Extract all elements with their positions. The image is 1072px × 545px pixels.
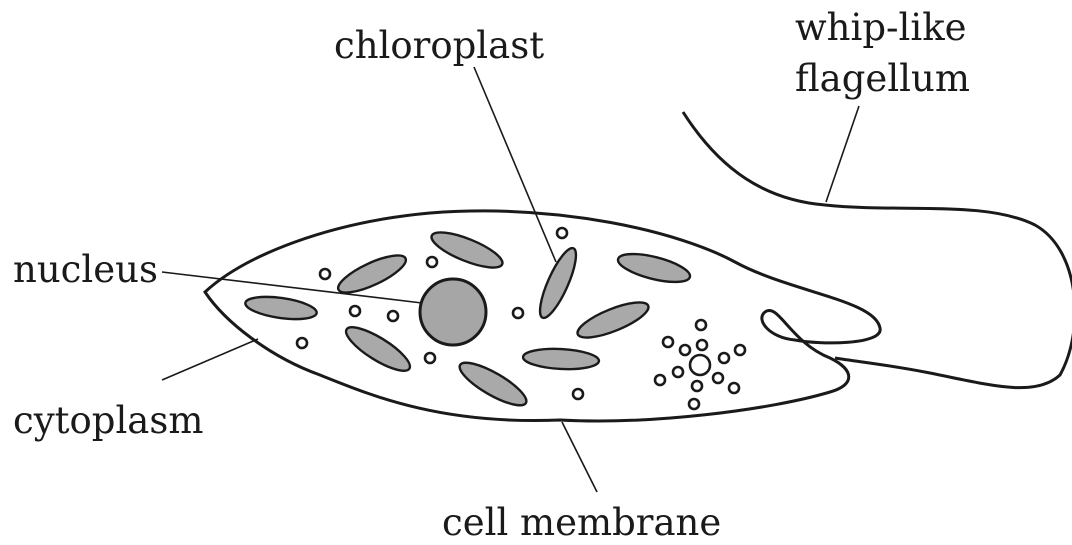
vesicle — [320, 269, 330, 279]
vesicle — [425, 353, 435, 363]
vesicle — [692, 381, 702, 391]
vesicle — [696, 320, 706, 330]
vesicle — [557, 228, 567, 238]
vesicle — [388, 311, 398, 321]
nucleus — [420, 279, 486, 345]
chloroplast — [533, 244, 582, 322]
vesicle — [680, 345, 690, 355]
vesicle — [655, 375, 665, 385]
vesicle — [735, 345, 745, 355]
chloroplast — [455, 355, 532, 412]
vesicle — [719, 353, 729, 363]
label-flagellum-line1: whip-like — [795, 6, 967, 49]
vesicle — [427, 257, 437, 267]
label-chloroplast: chloroplast — [334, 24, 544, 67]
vesicle — [697, 340, 707, 350]
chloroplast — [334, 248, 410, 299]
vesicle — [513, 308, 523, 318]
chloroplast — [615, 248, 692, 287]
chloroplast — [244, 293, 318, 323]
contractile-vacuole — [655, 320, 745, 409]
vesicle — [663, 337, 673, 347]
label-cytoplasm: cytoplasm — [13, 399, 203, 442]
vesicle — [673, 367, 683, 377]
chloroplast — [341, 320, 415, 378]
vesicle — [573, 389, 583, 399]
chloroplast — [574, 296, 653, 345]
vesicle — [729, 383, 739, 393]
label-nucleus: nucleus — [13, 248, 158, 291]
chloroplast — [428, 226, 507, 275]
vesicle — [297, 338, 307, 348]
vesicle — [689, 399, 699, 409]
leader-cell-membrane — [562, 422, 597, 492]
chloroplast — [523, 347, 600, 371]
label-flagellum-line2: flagellum — [795, 57, 970, 100]
label-cell-membrane: cell membrane — [442, 501, 721, 544]
vacuole-center — [690, 355, 710, 375]
vesicle — [350, 306, 360, 316]
leader-chloroplast — [474, 67, 556, 262]
leader-flagellum — [826, 106, 859, 202]
vesicle — [713, 373, 723, 383]
leader-cytoplasm — [162, 339, 258, 380]
